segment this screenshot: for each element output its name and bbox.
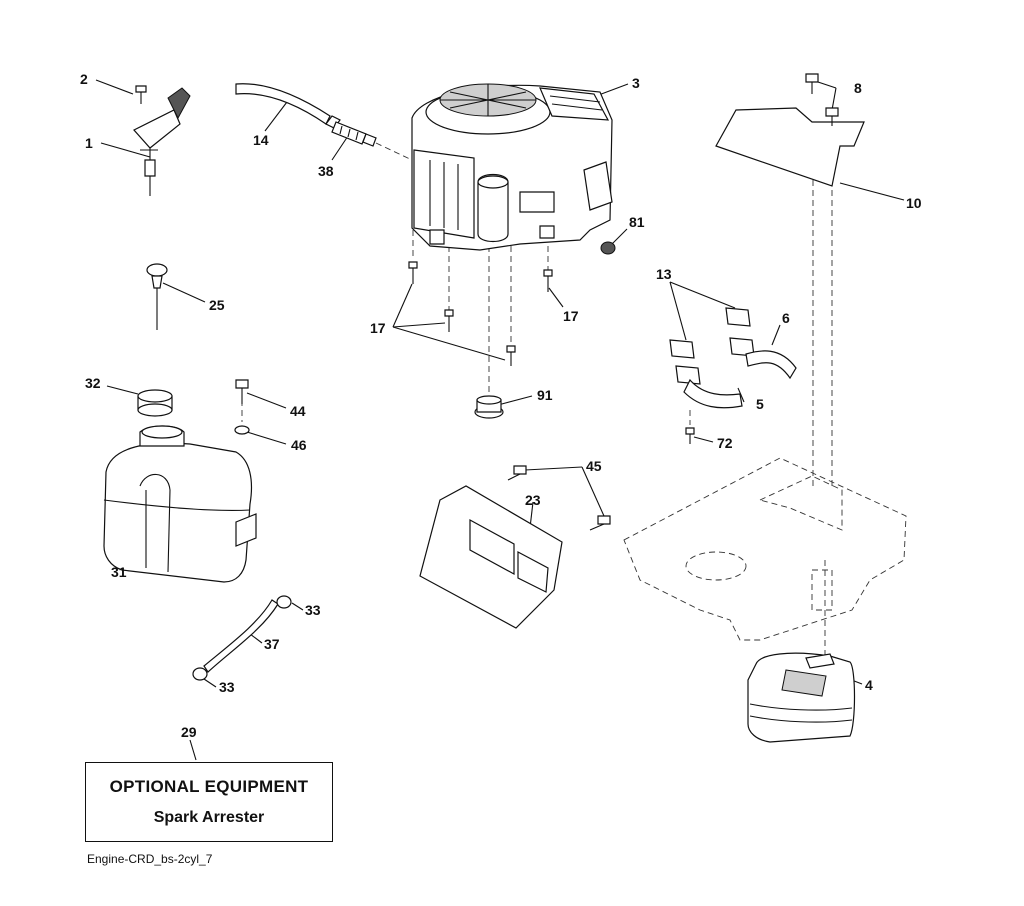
fuel-line-37: [192, 595, 292, 681]
exhaust-tubes: [669, 307, 797, 444]
spark-arrester-label: Spark Arrester: [153, 809, 265, 826]
spacer-91: [474, 395, 504, 419]
callout-72: 72: [717, 435, 733, 451]
callout-81: 81: [629, 214, 645, 230]
fuel-cap-32: [137, 389, 173, 417]
callout-2: 2: [80, 71, 88, 87]
callout-33-top: 33: [305, 602, 321, 618]
callout-29: 29: [181, 724, 197, 740]
callout-5: 5: [756, 396, 764, 412]
callout-1: 1: [85, 135, 93, 151]
bracket-23: [419, 465, 611, 629]
callout-37: 37: [264, 636, 280, 652]
engine-3: [411, 83, 613, 251]
callout-17-right: 17: [563, 308, 579, 324]
callout-45: 45: [586, 458, 602, 474]
fuel-hose-14: [235, 83, 341, 129]
frame-outline: [623, 457, 907, 641]
muffler-4: [747, 652, 856, 743]
fuel-filter-38: [331, 121, 377, 147]
dipstick-25: [146, 263, 168, 330]
callout-4: 4: [865, 677, 873, 693]
callout-38: 38: [318, 163, 334, 179]
callout-3: 3: [632, 75, 640, 91]
callout-17-left: 17: [370, 320, 386, 336]
callout-25: 25: [209, 297, 225, 313]
throttle-control-assembly: [133, 85, 191, 196]
optional-equipment-title: OPTIONAL EQUIPMENT: [109, 777, 309, 796]
diagram-caption: Engine-CRD_bs-2cyl_7: [87, 852, 213, 866]
optional-equipment-box: OPTIONAL EQUIPMENT Spark Arrester: [85, 762, 333, 842]
callout-8: 8: [854, 80, 862, 96]
callout-91: 91: [537, 387, 553, 403]
callout-33-bottom: 33: [219, 679, 235, 695]
screw-44-washer-46: [234, 379, 250, 435]
callout-6: 6: [782, 310, 790, 326]
heat-shield-10: [715, 73, 865, 187]
callout-23: 23: [525, 492, 541, 508]
callout-44: 44: [290, 403, 306, 419]
nut-81: [600, 241, 616, 255]
callout-10: 10: [906, 195, 922, 211]
bolts-17: [408, 261, 553, 366]
fuel-tank-31: [103, 425, 257, 583]
callout-46: 46: [291, 437, 307, 453]
callout-31: 31: [111, 564, 127, 580]
callout-32: 32: [85, 375, 101, 391]
callout-14: 14: [253, 132, 269, 148]
callout-13: 13: [656, 266, 672, 282]
